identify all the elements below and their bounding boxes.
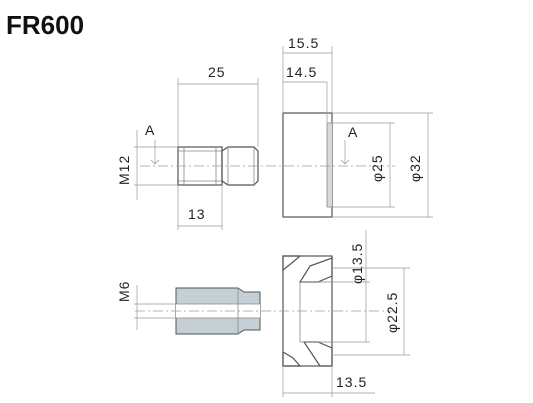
dim-label-m12: M12: [116, 155, 132, 185]
nut-cap-side-view: [282, 112, 333, 218]
dim-label-15-5: 15.5: [288, 35, 319, 51]
dim-15-5: 15.5: [282, 35, 333, 113]
drawing-title: FR600: [6, 10, 84, 40]
dim-label-13-5: 13.5: [336, 374, 367, 390]
dim-label-14-5: 14.5: [286, 64, 317, 80]
dim-13-5: 13.5: [282, 366, 375, 397]
section-mark-right: A: [340, 124, 358, 165]
dim-m6: M6: [116, 281, 176, 330]
dim-label-dia-22-5: φ22.5: [384, 292, 400, 333]
dim-label-dia-32: φ32: [407, 154, 423, 182]
top-view: 15.5 14.5 25 13 M12: [116, 35, 433, 230]
section-mark-left: A: [145, 122, 160, 165]
nut-cap-body: [282, 112, 333, 218]
dim-label-dia-25: φ25: [369, 154, 385, 182]
bolt-section-view: [175, 287, 261, 335]
dim-label-25: 25: [208, 64, 226, 80]
dim-dia-13-5: φ13.5: [332, 230, 370, 343]
dim-25: 25: [177, 64, 259, 147]
dim-label-13: 13: [188, 206, 206, 222]
dim-dia-25: φ25: [332, 122, 395, 208]
bolt-side-view: [177, 146, 259, 186]
bottom-view: M6 φ13.5 φ22.5 13.5: [116, 230, 410, 397]
dim-label-dia-13-5: φ13.5: [349, 243, 365, 284]
dim-14-5: 14.5: [283, 64, 328, 123]
dim-dia-22-5: φ22.5: [332, 267, 410, 356]
section-label-left: A: [145, 122, 155, 138]
section-label-right: A: [348, 124, 358, 140]
dim-label-m6: M6: [116, 281, 132, 302]
bolt-hex-head: [221, 146, 259, 186]
dim-dia-32: φ32: [332, 112, 433, 218]
dim-13: 13: [177, 185, 223, 230]
dim-m12: M12: [116, 130, 178, 200]
